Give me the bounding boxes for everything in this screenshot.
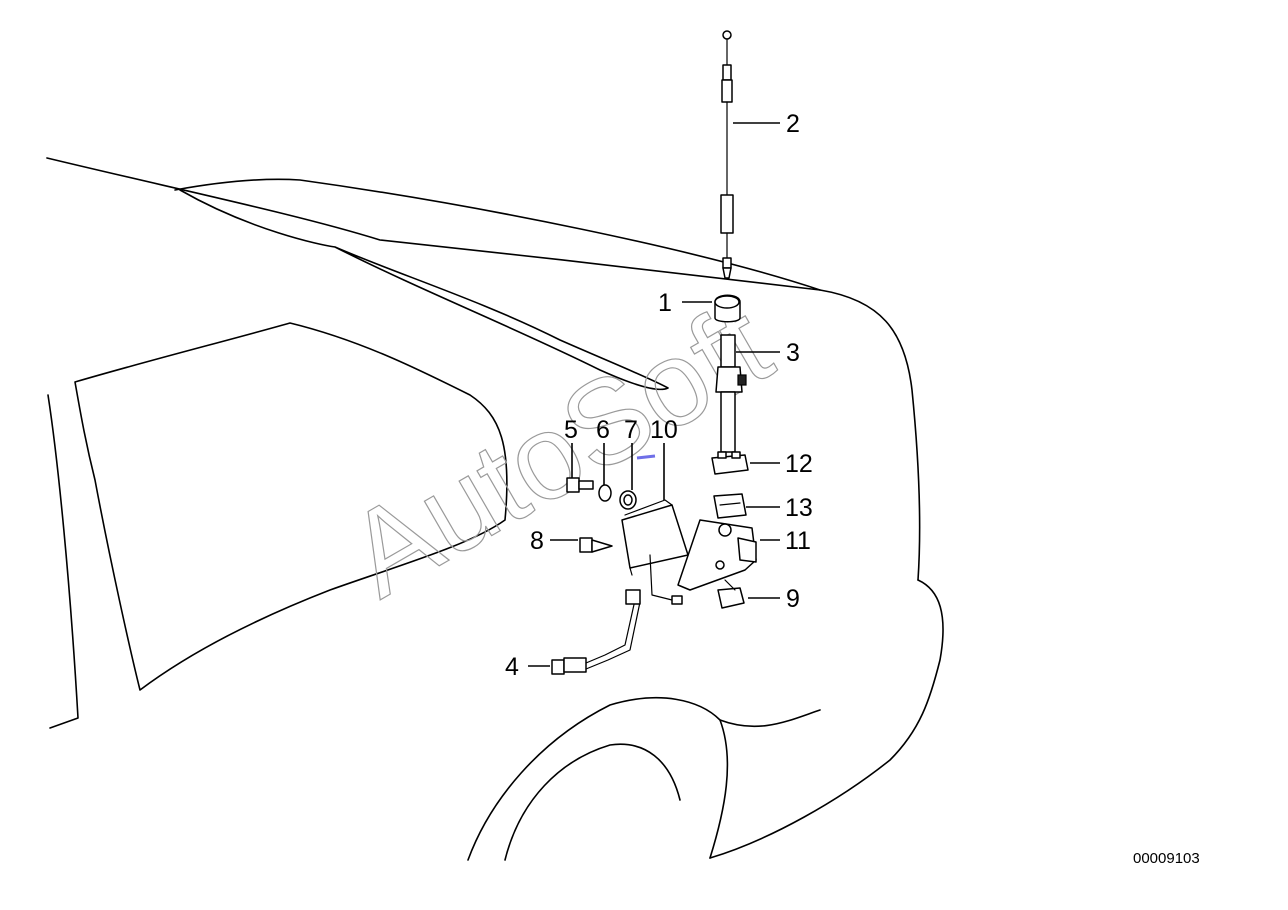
part-clip-13 [713, 493, 747, 519]
part-amplifier [621, 499, 689, 605]
callout-12: 12 [785, 450, 813, 478]
callout-13: 13 [785, 494, 813, 522]
callout-2: 2 [786, 110, 800, 138]
part-clip-9 [717, 579, 745, 609]
part-antenna-cable [551, 589, 641, 675]
part-antenna-mast [720, 30, 734, 279]
callout-9: 9 [786, 585, 800, 613]
document-number: 00009103 [1133, 850, 1200, 867]
leader-lines [528, 122, 780, 667]
callout-labels: 2 1 3 12 13 11 9 8 4 5 6 7 10 [505, 110, 813, 681]
callout-11: 11 [785, 527, 811, 555]
callout-5: 5 [564, 416, 578, 444]
part-bracket [677, 519, 757, 591]
part-antenna-housing [715, 334, 747, 453]
part-clip-12 [711, 451, 749, 475]
part-bolt [566, 477, 594, 493]
callout-10: 10 [650, 416, 678, 444]
callout-8: 8 [530, 527, 544, 555]
part-screw [579, 537, 613, 553]
car-body-outline [46, 157, 944, 861]
part-washer-7 [619, 490, 637, 510]
callout-3: 3 [786, 339, 800, 367]
callout-4: 4 [505, 653, 519, 681]
callout-1: 1 [658, 289, 672, 317]
part-grommet [714, 294, 741, 323]
callout-7: 7 [624, 416, 638, 444]
callout-6: 6 [596, 416, 610, 444]
part-washer [598, 484, 612, 502]
